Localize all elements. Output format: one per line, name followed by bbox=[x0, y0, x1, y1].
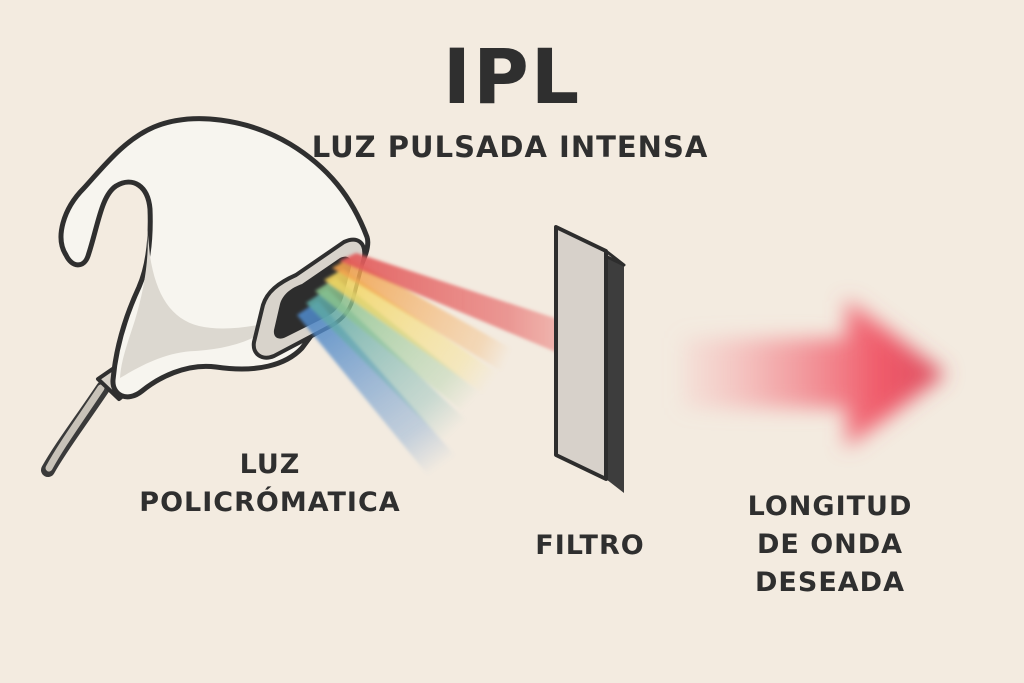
page-title: IPL bbox=[442, 32, 582, 121]
result-label-line-1: LONGITUD bbox=[747, 491, 913, 522]
result-label-line-2: DE ONDA bbox=[756, 529, 904, 560]
beam-yellow bbox=[324, 269, 525, 407]
beam-blue bbox=[297, 301, 468, 490]
ipl-handpiece-icon bbox=[41, 116, 371, 477]
filter-plate-icon bbox=[554, 225, 626, 493]
light-beams bbox=[297, 253, 582, 490]
beam-green bbox=[315, 278, 512, 434]
handpiece-shadow bbox=[120, 225, 277, 378]
result-label-line-3: DESEADA bbox=[755, 567, 905, 598]
beam-teal bbox=[306, 289, 494, 465]
handpiece-cable-highlight bbox=[45, 384, 105, 472]
source-label-line-1: LUZ bbox=[239, 449, 301, 480]
filter-label: FILTRO bbox=[535, 530, 645, 561]
beam-orange bbox=[332, 258, 537, 380]
result-label: LONGITUD DE ONDA DESEADA bbox=[710, 488, 950, 602]
page-subtitle: LUZ PULSADA INTENSA bbox=[311, 130, 709, 164]
source-label-line-2: POLICRÓMATICA bbox=[139, 487, 401, 518]
filter-side bbox=[606, 251, 624, 493]
wavelength-arrow bbox=[682, 299, 946, 448]
filter-face bbox=[554, 225, 608, 481]
right-arrow-icon bbox=[682, 299, 946, 448]
source-label: LUZ POLICRÓMATICA bbox=[120, 446, 420, 522]
beam-red bbox=[339, 253, 582, 363]
